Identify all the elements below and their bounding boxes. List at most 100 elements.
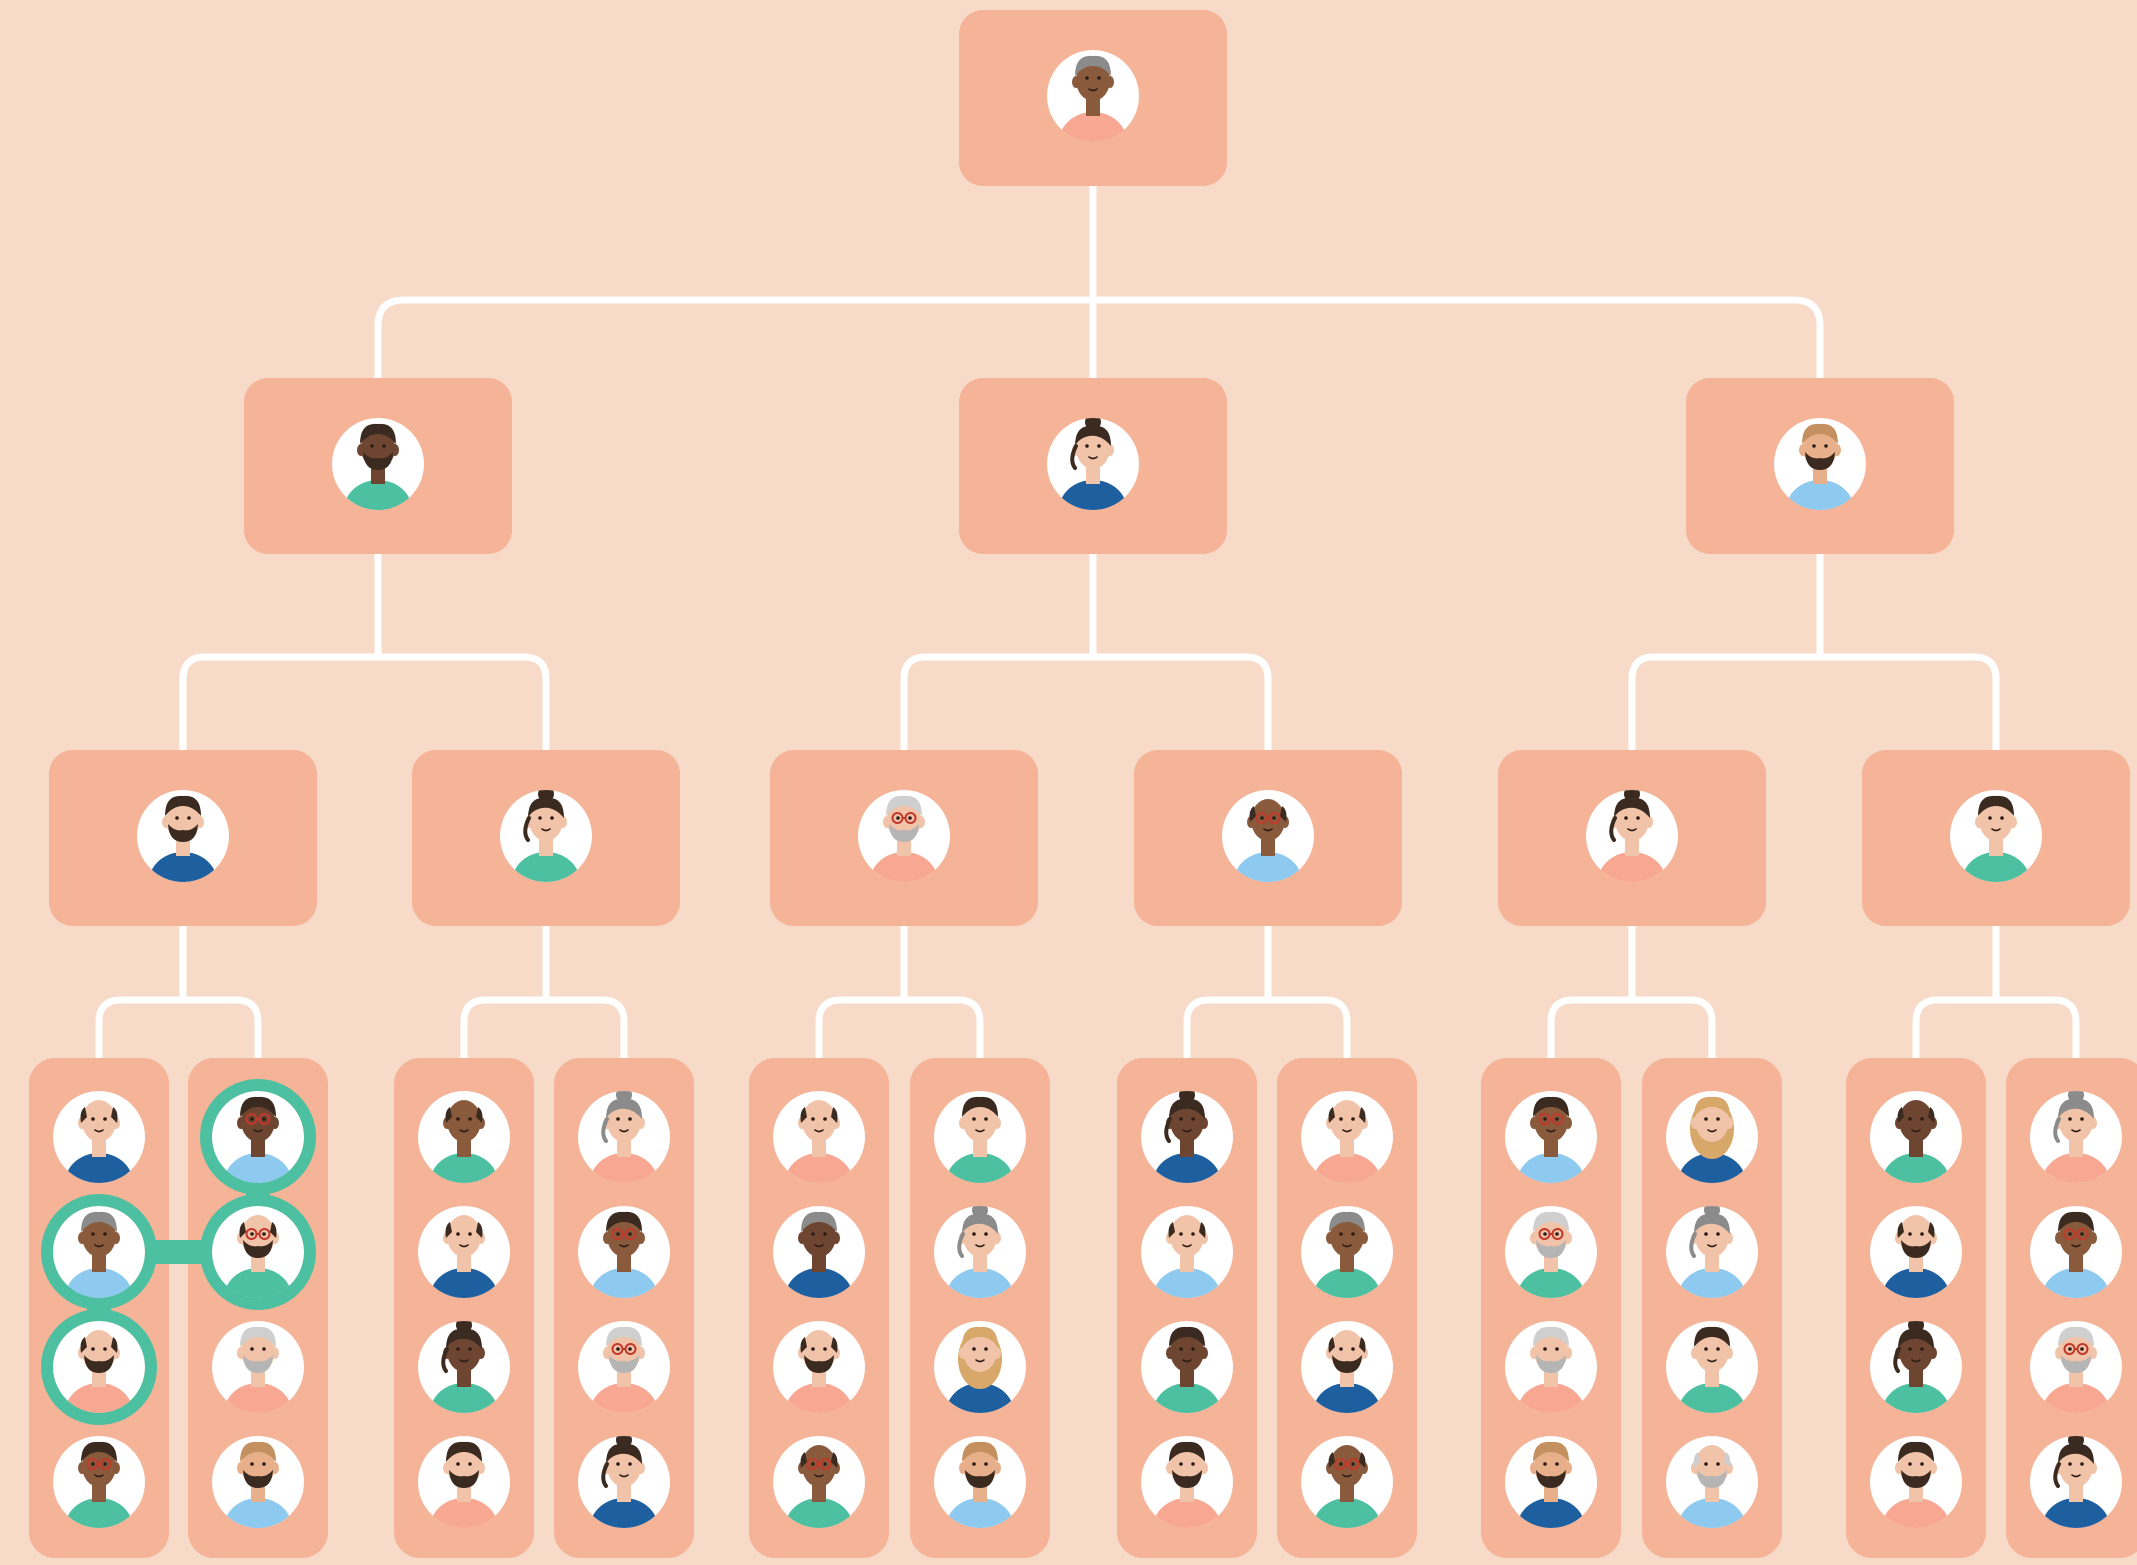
eye — [1097, 76, 1101, 80]
team-member-avatar[interactable] — [1870, 1091, 1962, 1213]
team-member-avatar[interactable] — [773, 1091, 865, 1213]
team-column[interactable] — [1846, 1058, 1986, 1558]
team-member-avatar[interactable] — [1301, 1436, 1393, 1558]
card-lead-1[interactable] — [49, 750, 317, 926]
team-column[interactable] — [1481, 1058, 1621, 1558]
eye — [1920, 1347, 1924, 1351]
card-lead-5[interactable] — [1498, 750, 1766, 926]
team-member-avatar[interactable] — [1141, 1087, 1233, 1213]
team-member-avatar[interactable] — [1505, 1206, 1597, 1328]
team-column[interactable] — [1277, 1058, 1417, 1558]
team-member-avatar[interactable] — [212, 1091, 304, 1213]
team-member-avatar[interactable] — [1141, 1436, 1233, 1558]
avatar-figure — [1517, 1211, 1585, 1298]
team-column[interactable] — [910, 1058, 1050, 1558]
ear — [2089, 1232, 2097, 1244]
team-member-avatar[interactable] — [2030, 1206, 2122, 1328]
avatar-lead[interactable] — [1950, 790, 2042, 912]
eye — [1704, 1117, 1708, 1121]
team-member-avatar[interactable] — [1505, 1091, 1597, 1213]
avatar-manager[interactable] — [332, 418, 424, 540]
card-manager-3[interactable] — [1686, 378, 1954, 554]
card-lead-6[interactable] — [1862, 750, 2130, 926]
shirt — [1313, 1383, 1381, 1413]
team-member-avatar[interactable] — [53, 1321, 145, 1443]
team-column[interactable] — [394, 1058, 534, 1558]
team-member-avatar[interactable] — [1505, 1321, 1597, 1443]
team-column[interactable] — [2006, 1058, 2137, 1558]
team-member-avatar[interactable] — [2030, 1432, 2122, 1558]
card-lead-4[interactable] — [1134, 750, 1402, 926]
ear — [2055, 1347, 2063, 1359]
avatar-lead[interactable] — [1586, 786, 1678, 912]
team-member-avatar[interactable] — [1870, 1206, 1962, 1328]
team-member-avatar[interactable] — [1870, 1317, 1962, 1443]
team-member-avatar[interactable] — [212, 1206, 304, 1328]
team-member-avatar[interactable] — [418, 1436, 510, 1558]
team-member-avatar[interactable] — [1141, 1321, 1233, 1443]
ear — [1564, 1117, 1572, 1129]
team-column[interactable] — [1642, 1058, 1782, 1558]
team-column[interactable] — [749, 1058, 889, 1558]
shirt — [1059, 480, 1127, 510]
card-lead-2[interactable] — [412, 750, 680, 926]
shirt — [1678, 1268, 1746, 1298]
team-member-avatar[interactable] — [1666, 1202, 1758, 1328]
team-member-avatar[interactable] — [1666, 1321, 1758, 1443]
team-member-avatar[interactable] — [773, 1321, 865, 1443]
card-manager-2[interactable] — [959, 378, 1227, 554]
team-member-avatar[interactable] — [1666, 1436, 1758, 1558]
team-member-avatar[interactable] — [2030, 1087, 2122, 1213]
avatar-manager[interactable] — [1774, 418, 1866, 540]
team-member-avatar[interactable] — [2030, 1321, 2122, 1443]
team-member-avatar[interactable] — [578, 1206, 670, 1328]
mouth — [94, 1244, 104, 1248]
team-member-avatar[interactable] — [418, 1091, 510, 1213]
team-member-avatar[interactable] — [934, 1321, 1026, 1443]
team-member-avatar[interactable] — [1505, 1436, 1597, 1558]
mouth — [975, 1359, 985, 1363]
avatar-lead[interactable] — [1222, 790, 1314, 912]
card-root[interactable] — [959, 10, 1227, 186]
hair-side — [1359, 1107, 1366, 1123]
team-member-avatar[interactable] — [53, 1091, 145, 1213]
avatar-lead[interactable] — [858, 790, 950, 912]
card-manager-1[interactable] — [244, 378, 512, 554]
team-member-avatar[interactable] — [934, 1202, 1026, 1328]
beard — [363, 452, 393, 470]
eye — [1351, 1232, 1355, 1236]
team-member-avatar[interactable] — [1666, 1091, 1758, 1213]
ear — [477, 1347, 485, 1359]
hair-side — [1280, 806, 1287, 822]
team-member-avatar[interactable] — [1301, 1091, 1393, 1213]
avatar-figure — [430, 1100, 498, 1183]
team-member-avatar[interactable] — [1870, 1436, 1962, 1558]
team-member-avatar[interactable] — [773, 1206, 865, 1328]
team-member-avatar[interactable] — [212, 1436, 304, 1558]
avatar-figure — [1059, 418, 1127, 510]
avatar-root[interactable] — [1047, 50, 1139, 172]
team-member-avatar[interactable] — [773, 1436, 865, 1558]
mouth — [1263, 828, 1273, 832]
avatar-lead[interactable] — [137, 790, 229, 912]
team-member-avatar[interactable] — [578, 1432, 670, 1558]
card-lead-3[interactable] — [770, 750, 1038, 926]
team-column[interactable] — [1117, 1058, 1257, 1558]
team-member-avatar[interactable] — [53, 1436, 145, 1558]
team-member-avatar[interactable] — [934, 1091, 1026, 1213]
team-member-avatar[interactable] — [1301, 1321, 1393, 1443]
team-member-avatar[interactable] — [53, 1206, 145, 1328]
team-member-avatar[interactable] — [212, 1321, 304, 1443]
team-member-avatar[interactable] — [418, 1317, 510, 1443]
avatar-figure — [1153, 1326, 1221, 1413]
team-column[interactable] — [554, 1058, 694, 1558]
eye — [1351, 1462, 1355, 1466]
team-member-avatar[interactable] — [578, 1087, 670, 1213]
team-member-avatar[interactable] — [418, 1206, 510, 1328]
team-member-avatar[interactable] — [934, 1436, 1026, 1558]
team-member-avatar[interactable] — [1301, 1206, 1393, 1328]
avatar-manager[interactable] — [1047, 414, 1139, 540]
avatar-lead[interactable] — [500, 786, 592, 912]
team-member-avatar[interactable] — [578, 1321, 670, 1443]
team-member-avatar[interactable] — [1141, 1206, 1233, 1328]
